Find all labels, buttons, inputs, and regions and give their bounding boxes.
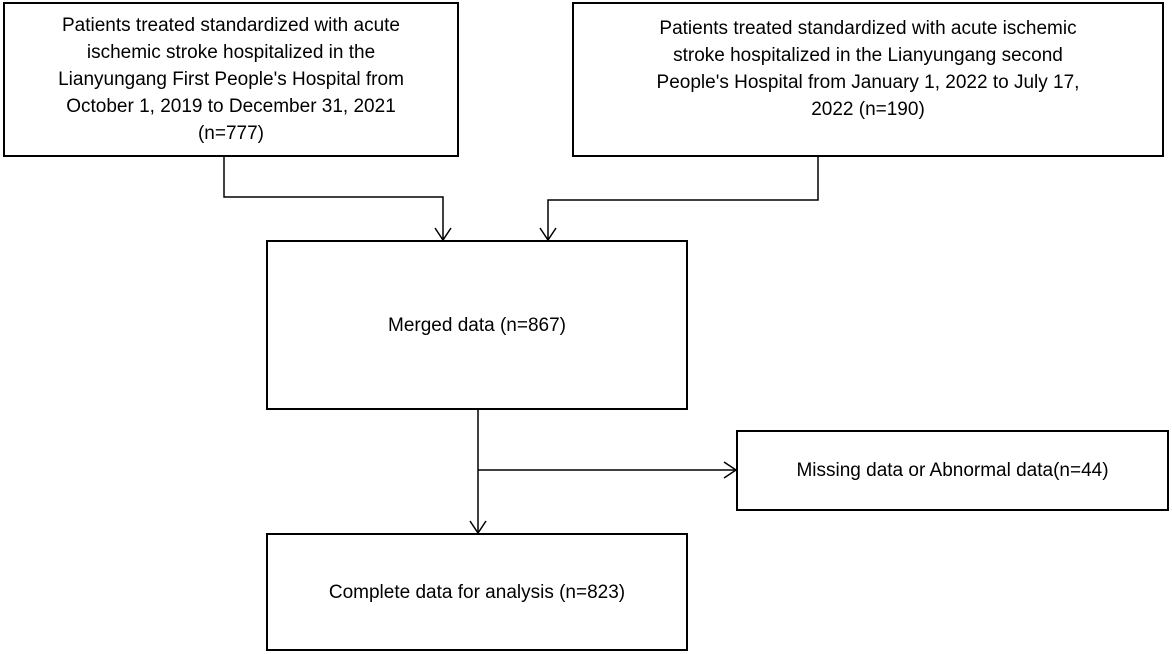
complete-data-text: Complete data for analysis (n=823) — [328, 581, 626, 603]
complete-data-box: Complete data for analysis (n=823) — [266, 533, 688, 651]
arrowhead-first-to-merged — [434, 227, 452, 242]
arrowhead-merged-to-excluded — [723, 461, 738, 479]
arrowhead-merged-to-complete — [469, 520, 487, 535]
first-hospital-text: Patients treated standardized with acute… — [58, 15, 404, 144]
merged-data-text: Merged data (n=867) — [388, 314, 566, 336]
connector-second-to-merged — [547, 157, 819, 240]
merged-data-box: Merged data (n=867) — [266, 240, 688, 410]
first-hospital-box: Patients treated standardized with acute… — [3, 2, 459, 157]
arrowhead-second-to-merged — [539, 227, 557, 242]
second-hospital-box: Patients treated standardized with acute… — [572, 2, 1164, 157]
excluded-data-box: Missing data or Abnormal data(n=44) — [736, 430, 1169, 511]
second-hospital-text: Patients treated standardized with acute… — [656, 17, 1080, 120]
excluded-data-text: Missing data or Abnormal data(n=44) — [796, 460, 1109, 481]
connector-first-to-merged — [223, 157, 444, 240]
